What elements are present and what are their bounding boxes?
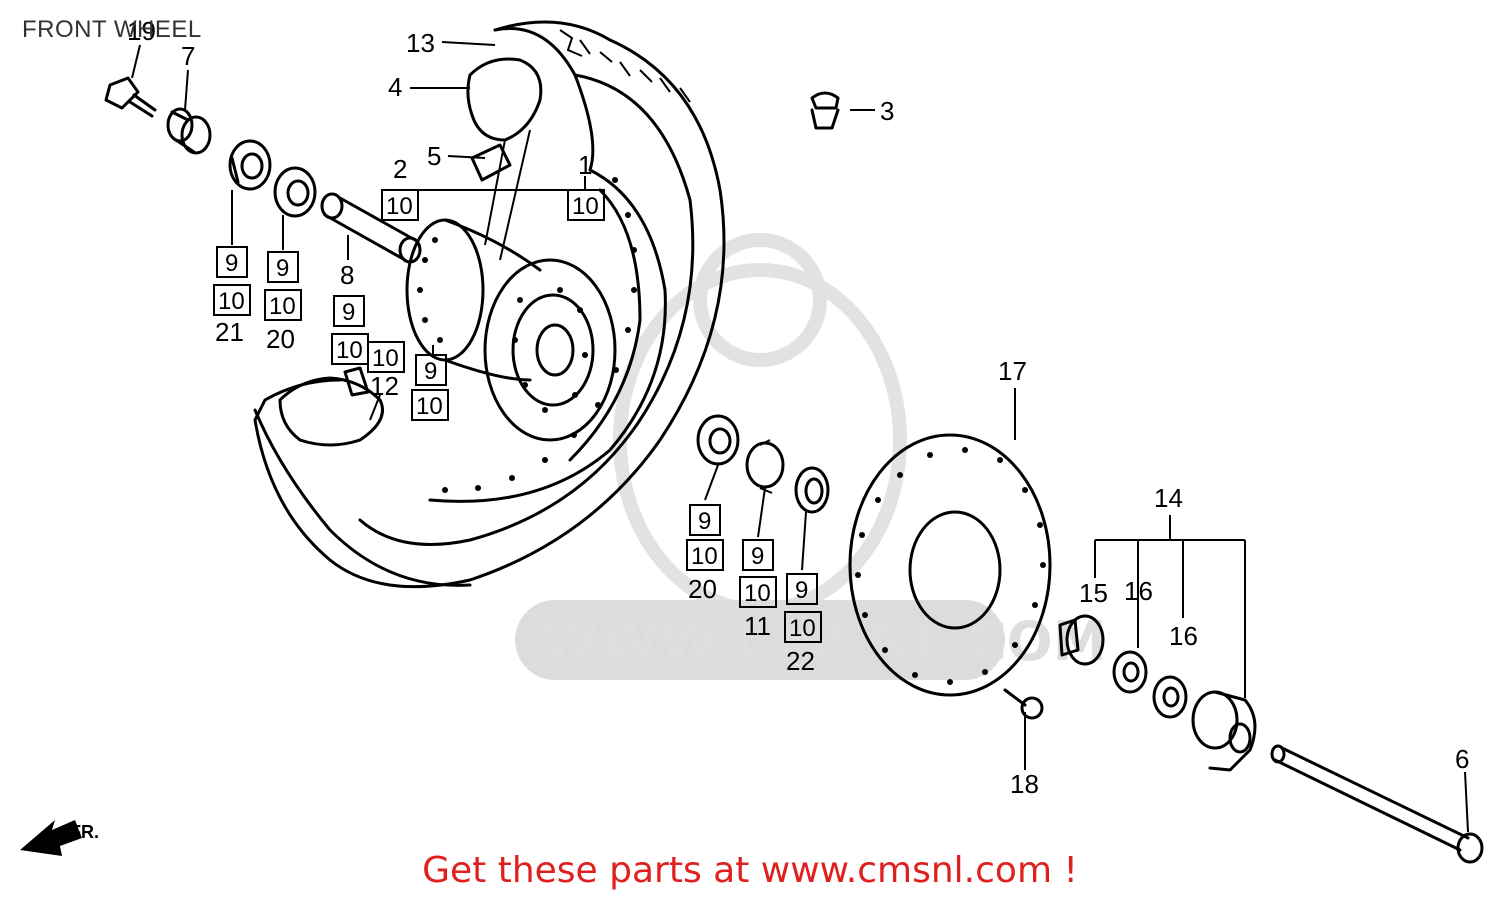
label-19: 19 [127,16,156,46]
watermark-text: WWW.CMSNL.COM [540,610,1106,673]
collar-7 [166,107,212,155]
label-3: 3 [880,96,894,126]
boxed-refs: 10 10 9 10 9 10 9 10 10 9 10 9 10 9 10 9… [213,189,822,643]
watermark: WWW.CMSNL.COM [515,233,1106,680]
box-10-part2: 10 [386,193,413,220]
label-20b: 20 [688,574,717,604]
box-9-part20: 9 [276,255,289,282]
label-7: 7 [181,41,195,71]
bearing-20b [696,414,740,466]
wheel-assembly [253,20,726,589]
label-1: 1 [578,150,592,180]
box-10-part20: 10 [269,293,296,320]
box-9-part20b: 9 [698,508,711,535]
box-9-part21: 9 [225,250,238,277]
bearing-20 [273,166,317,218]
label-16b: 16 [1169,621,1198,651]
label-20a: 20 [266,324,295,354]
washer-16b [1152,675,1188,719]
box-9-part11: 9 [751,543,764,570]
label-4: 4 [388,72,402,102]
label-21: 21 [215,317,244,347]
label-8: 8 [340,260,354,290]
label-12: 12 [370,371,399,401]
page-title: FRONT WHEEL [22,16,202,43]
circlip-11 [745,439,785,494]
label-16a: 16 [1124,576,1153,606]
spacer-8 [320,192,422,264]
box-10-part20b: 10 [691,543,718,570]
part-labels: 19 7 13 4 5 2 1 3 8 21 20 12 17 14 15 16… [127,16,1469,799]
box-10-part1: 10 [572,193,599,220]
valve-cap-3 [810,91,840,130]
box-9-hub: 9 [424,358,437,385]
box-10-hub: 10 [416,393,443,420]
front-arrow-icon: FR. [20,820,99,856]
label-6: 6 [1455,744,1469,774]
label-14: 14 [1154,483,1183,513]
label-15: 15 [1079,578,1108,608]
box-10-part12a: 10 [336,337,363,364]
washer-16a [1112,650,1148,694]
label-22: 22 [786,646,815,676]
label-13: 13 [406,28,435,58]
leader-lines [131,41,1469,833]
label-11: 11 [744,611,771,641]
seal-22 [794,466,830,514]
bearing-21 [228,139,272,191]
bolt-18 [1003,688,1044,720]
box-10-part22: 10 [789,615,816,642]
gearbox-14 [1191,690,1257,772]
box-10-part12b: 10 [372,345,399,372]
box-10-part21: 10 [218,288,245,315]
box-9-part22: 9 [795,577,808,604]
front-arrow-label: FR. [70,822,99,842]
label-2: 2 [393,154,407,184]
parts-link-banner[interactable]: Get these parts at www.cmsnl.com ! [422,850,1078,891]
box-9-part12: 9 [342,299,355,326]
box-10-part11: 10 [744,580,771,607]
label-17: 17 [998,356,1027,386]
brake-disc-17 [848,433,1052,697]
axle-6 [1270,744,1484,864]
label-18: 18 [1010,769,1039,799]
gear-15 [1058,614,1105,666]
bolt-19 [104,76,157,118]
label-5: 5 [427,141,441,171]
